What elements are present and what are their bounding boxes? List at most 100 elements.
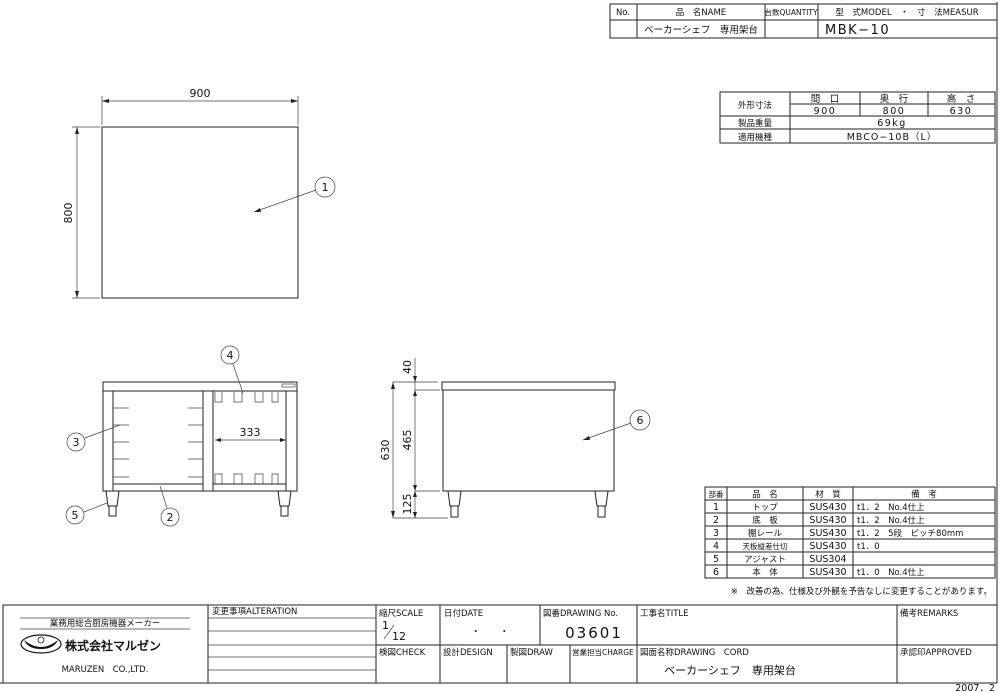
side-top-plate [441,381,616,391]
body-height-dimension: 465 [401,430,414,451]
cell: 天板縦差仕切 [743,541,788,551]
check-label: 検図CHECK [379,647,426,658]
parts-header-name: 品 名 [752,489,778,500]
alteration-label: 変更事項ALTERATION [212,606,297,617]
spec-weight-label: 製品重量 [738,118,773,129]
cell: 底 板 [752,515,778,526]
title-label: 工事名TITLE [640,608,689,619]
side-view: 630 40 465 125 6 [379,358,651,519]
adjuster-leg-right [277,490,292,517]
scale-numerator: 1 [382,619,389,632]
cell: t1．2 No.4仕上 [857,502,925,513]
table-row: 5 アジャスト SUS304 [713,554,847,565]
header-block: No. 品 名NAME 台数QUANTITY 型 式MODEL ・ 寸 法MEA… [609,3,998,39]
cell: SUS430 [809,515,846,526]
spec-applicable: MBCO−10B（L） [847,131,938,143]
callout-2: 2 [167,511,174,524]
remarks-label: 備考REMARKS [900,608,958,619]
inner-dimension: 333 [240,426,261,439]
cell: 本 体 [752,567,778,578]
parts-header-material: 材 質 [815,489,841,500]
header-model-value: MBK−10 [825,23,890,38]
adjuster-leg-left [105,490,120,517]
cell: 5 [713,554,719,565]
header-model-label: 型 式MODEL ・ 寸 法MEASUR [835,7,978,18]
cell: アジャスト [744,555,786,565]
cell: 4 [713,541,719,552]
cell: 1 [713,502,719,513]
side-body [442,389,615,492]
approved-label: 承認印APPROVED [900,647,972,658]
drawing-cord-label: 図面名称DRAWING CORD [640,647,749,658]
callout-circle [314,176,336,198]
parts-header-no: 部番 [709,489,724,499]
company-tagline: 業務用総合厨房機器メーカー [50,618,161,629]
total-height-dimension: 630 [379,440,392,461]
title-block: 業務用総合厨房機器メーカー 株式会社マルゼン MARUZEN CO.,LTD. … [2,604,998,684]
table-row: 2 底 板 SUS430 t1．2 No.4仕上 [713,515,925,526]
charge-label: 営業担当CHARGE [572,647,634,657]
table-row: 4 天板縦差仕切 SUS430 t1．0 [713,541,880,552]
table-row: 6 本 体 SUS430 t1．0 No.4仕上 [713,567,925,578]
parts-header-remarks: 備 考 [911,489,937,500]
scale-label: 縮尺SCALE [379,608,423,619]
cell: t1．0 [857,542,880,552]
design-label: 設計DESIGN [443,647,493,658]
top-plate [102,381,298,392]
top-view: 900 800 1 [62,87,336,299]
depth-dimension: 800 [62,203,75,224]
date-label: 日付DATE [444,608,483,619]
spec-outer-dim-label: 外形寸法 [738,100,772,111]
issue-date: 2007．2 [955,683,995,692]
cell: 棚レール [748,528,783,539]
table-row: 1 トップ SUS430 t1．2 No.4仕上 [713,502,925,513]
front-view: 333 3 4 5 2 [65,345,298,527]
spec-depth-label: 奥 行 [880,93,909,105]
shelf-rails [113,392,279,484]
top-thickness-dimension: 40 [401,360,414,374]
top-view-outline [101,126,299,299]
drawing-cord: ベーカーシェフ 専用架台 [664,663,796,677]
spec-applicable-label: 適用機種 [738,132,773,143]
cell: SUS430 [809,528,846,539]
cell: トップ [752,503,778,513]
date-value: ・ ・ [471,627,509,638]
cell: 3 [713,528,719,539]
header-name-label: 品 名NAME [676,7,726,18]
spec-table: 外形寸法 間 口 奥 行 高 さ 900 800 630 製品重量 69kg 適… [719,91,996,144]
cell: t1．2 5段 ピッチ80mm [857,528,963,539]
spec-width-label: 間 口 [811,94,840,105]
parts-note: ※ 改善の為、仕様及び外観を予告なしに変更することがあります。 [731,586,992,597]
draw-label: 製図DRAW [510,647,553,658]
front-body [102,390,298,492]
company-name: 株式会社マルゼン [65,638,161,653]
company-en: MARUZEN CO.,LTD. [62,665,149,675]
label-plate [281,383,296,388]
parts-table: 部番 品 名 材 質 備 考 1 トップ SUS430 t1．2 No.4仕上 … [704,486,996,597]
callout-6: 6 [637,414,644,427]
cell: t1．2 No.4仕上 [857,515,925,526]
spec-depth: 800 [883,106,906,117]
scale-denominator: 12 [392,630,406,643]
leg-height-dimension: 125 [401,494,414,515]
cell: t1．0 No.4仕上 [857,567,925,578]
width-dimension: 900 [190,87,211,100]
callout-1: 1 [322,181,329,194]
cell: SUS430 [809,541,846,552]
cell: SUS304 [809,554,846,565]
header-quantity-label: 台数QUANTITY [764,7,818,17]
spec-weight: 69kg [877,118,907,129]
spec-height-label: 高 さ [947,93,976,105]
cell: 6 [713,567,719,578]
table-row: 3 棚レール SUS430 t1．2 5段 ピッチ80mm [713,528,963,539]
drawing-no: 03601 [565,624,623,642]
callout-5: 5 [72,509,79,522]
spec-height: 630 [950,106,973,117]
header-no-label: No. [616,8,630,18]
callout-3: 3 [73,436,80,449]
callout-4: 4 [227,349,234,362]
side-leg-left [447,490,462,518]
cell: SUS430 [809,567,846,578]
cell: SUS430 [809,502,846,513]
